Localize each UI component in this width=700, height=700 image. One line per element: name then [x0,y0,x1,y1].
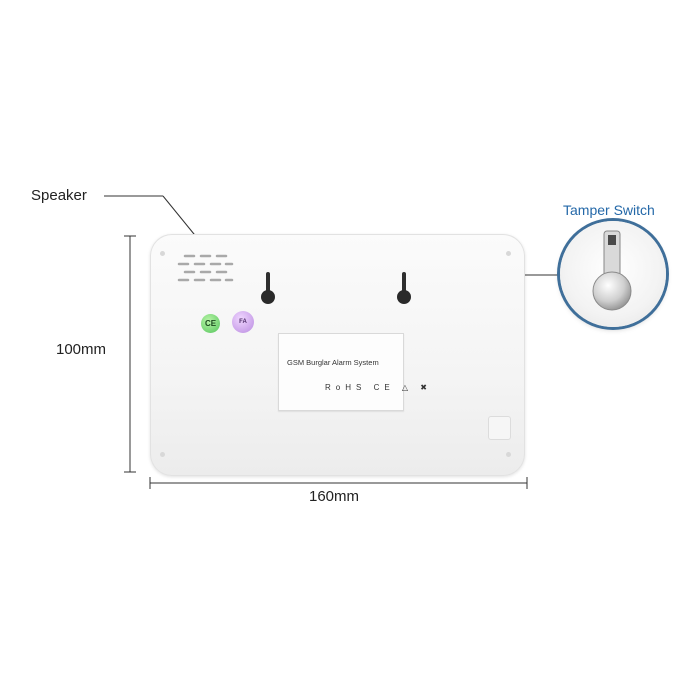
screw-top-left [160,251,165,256]
tamper-switch-label: Tamper Switch [563,202,655,218]
width-dimension-label: 160mm [309,488,360,505]
speaker-label: Speaker [31,187,87,204]
tamper-switch-icon [592,230,632,311]
height-dimension-label: 100mm [56,341,107,358]
screw-bottom-right [506,452,511,457]
product-label-sticker: GSM Burglar Alarm System RoHS CE △ ✖ [278,333,427,411]
screw-bottom-left [160,452,165,457]
sticker-compliance-marks: RoHS CE △ ✖ [325,383,432,392]
mounting-keyhole-left [261,272,275,304]
speaker-grille [177,254,234,282]
ce-badge: CE [201,314,220,333]
mounting-keyhole-right [397,272,411,304]
sticker-title: GSM Burglar Alarm System [287,358,379,367]
battery-cover [488,416,511,440]
screw-top-right [506,251,511,256]
certification-badge: FA [232,311,254,333]
tamper-switch-zoom [560,221,666,327]
